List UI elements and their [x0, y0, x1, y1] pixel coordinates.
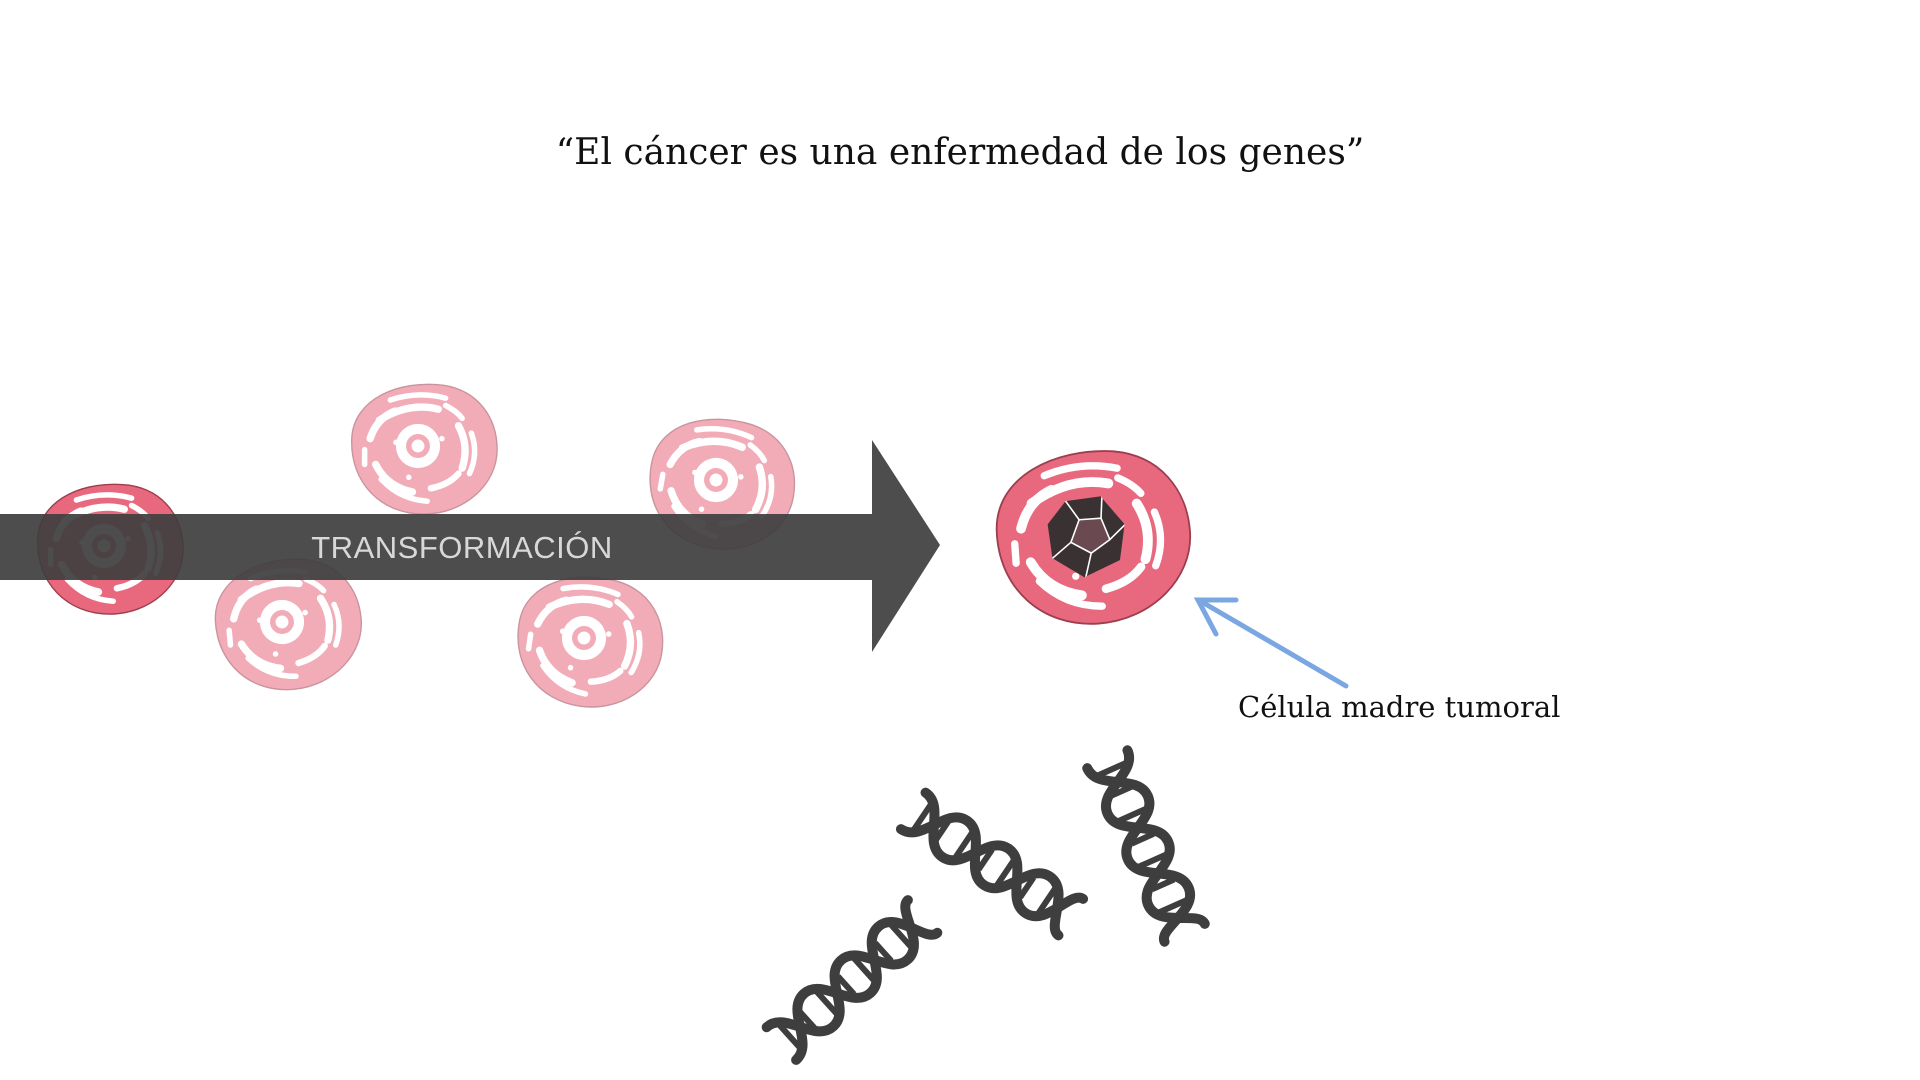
stem-cell-icon	[995, 450, 1191, 625]
dna-icon	[1087, 750, 1204, 941]
stem-cell-label: Célula madre tumoral	[1238, 690, 1561, 724]
pointer-arrow-icon	[1193, 597, 1349, 689]
arrow-label: TRANSFORMACIÓN	[311, 530, 613, 565]
arrow-right-icon	[0, 440, 940, 652]
page-title: “El cáncer es una enfermedad de los gene…	[555, 132, 1365, 173]
dna-icon	[767, 900, 938, 1060]
dna-icon	[901, 793, 1083, 936]
dodecahedron-icon	[1047, 495, 1128, 580]
cell-icon	[509, 568, 671, 717]
cell-icon	[352, 384, 497, 514]
